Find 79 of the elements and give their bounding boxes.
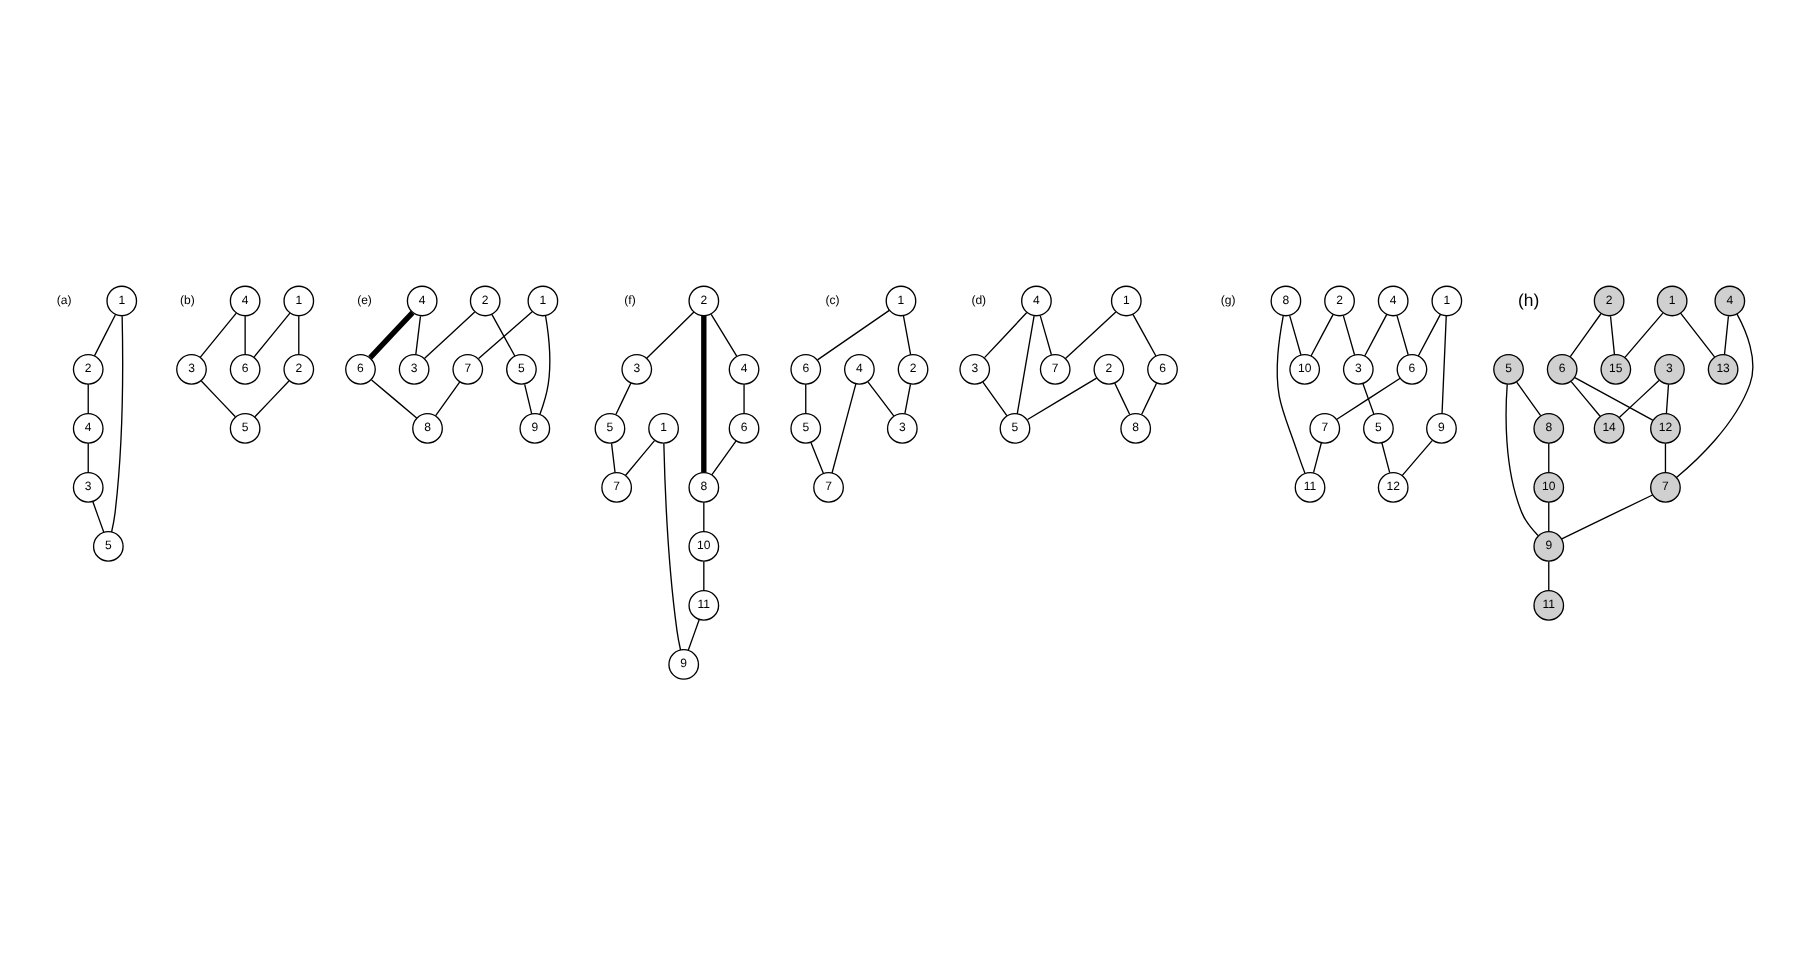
- connector: [1417, 313, 1442, 357]
- connector: [477, 310, 534, 360]
- connector: [1624, 312, 1664, 359]
- connector: [703, 501, 705, 533]
- connector: [415, 315, 422, 356]
- connector: [253, 312, 291, 359]
- connector: [711, 440, 737, 476]
- connector: [1276, 314, 1306, 474]
- connector: [1665, 383, 1670, 415]
- connector: [244, 315, 246, 356]
- connector: [254, 380, 290, 418]
- connector: [1114, 382, 1131, 416]
- connector: [805, 383, 807, 415]
- connector: [1548, 560, 1550, 592]
- connector: [646, 311, 695, 359]
- connector: [1441, 315, 1447, 415]
- connector: [1505, 383, 1539, 537]
- connector: [625, 439, 656, 476]
- connector: [539, 315, 551, 416]
- connector: [524, 383, 533, 415]
- connector: [92, 501, 105, 533]
- connector: [904, 383, 912, 415]
- connector: [1140, 382, 1158, 416]
- connector: [867, 381, 895, 417]
- connector: [200, 380, 237, 418]
- connector: [610, 442, 616, 474]
- connector: [1289, 314, 1302, 356]
- connector: [703, 560, 705, 592]
- connector: [1039, 314, 1053, 356]
- connector: [1401, 439, 1433, 477]
- connector: [687, 619, 700, 651]
- connector: [1548, 501, 1550, 533]
- connector: [1364, 313, 1388, 357]
- connector: [1336, 377, 1401, 420]
- connector: [1574, 376, 1654, 421]
- connector: [110, 315, 124, 533]
- connector: [368, 310, 415, 360]
- connector: [93, 314, 116, 357]
- connector: [982, 381, 1008, 417]
- connector: [1026, 377, 1098, 421]
- connector: [615, 382, 632, 416]
- connector: [1618, 379, 1660, 418]
- connector: [1664, 442, 1667, 474]
- connector: [424, 311, 476, 359]
- connector: [1723, 315, 1730, 356]
- connector: [1310, 313, 1334, 357]
- connector: [1342, 314, 1356, 356]
- connector: [491, 313, 516, 357]
- connector: [1570, 380, 1601, 417]
- connector: [701, 316, 707, 473]
- connector: [902, 314, 912, 356]
- connector: [710, 313, 738, 357]
- connector: [1396, 314, 1409, 356]
- connector: [1609, 315, 1616, 356]
- connector: [831, 383, 857, 474]
- connector: [1362, 383, 1375, 415]
- label: (h): [1518, 289, 1540, 310]
- connector: [370, 379, 418, 419]
- connector: [1679, 312, 1716, 358]
- connector: [1548, 442, 1550, 474]
- connector: [87, 383, 89, 415]
- connector: [1065, 311, 1117, 359]
- connector: [663, 442, 682, 651]
- connector: [810, 442, 825, 475]
- connector: [1381, 442, 1391, 474]
- connector: [298, 315, 300, 356]
- connector: [816, 309, 890, 361]
- connector: [1561, 494, 1654, 540]
- connector: [87, 442, 89, 474]
- connector: [1516, 381, 1542, 417]
- connector: [983, 311, 1028, 359]
- connector: [1132, 313, 1157, 357]
- connector: [1569, 313, 1602, 358]
- connector: [1016, 314, 1035, 415]
- connector: [435, 381, 461, 417]
- connector: [1675, 313, 1754, 479]
- connector: [1312, 442, 1323, 474]
- connector: [743, 383, 745, 415]
- connector: [199, 312, 237, 359]
